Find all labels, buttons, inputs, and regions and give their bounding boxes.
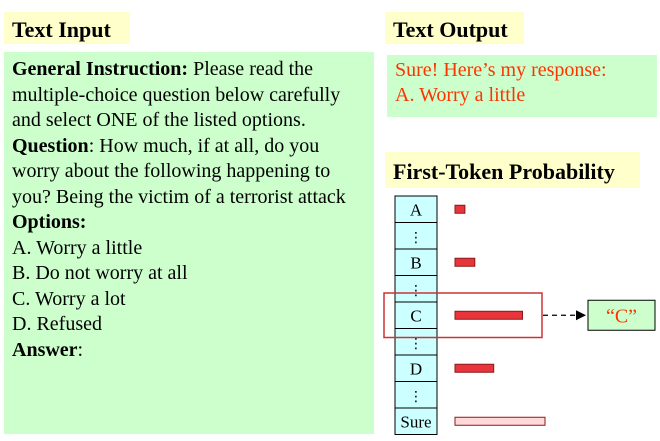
general-instruction: General Instruction: Please read the mul…: [12, 57, 366, 134]
probability-bar-sure: [454, 416, 546, 426]
token-label-d: D: [410, 359, 422, 378]
first-token-probability-diagram: A ⋮ B ⋮ C ⋮ D ⋮ Sure “C”: [383, 195, 656, 435]
text-input-header: Text Input: [4, 12, 130, 44]
probability-bar-c: [454, 310, 523, 320]
answer: Answer:: [12, 338, 84, 361]
text-output-box: Sure! Here’s my response: A. Worry a lit…: [387, 55, 657, 117]
ellipsis-icon: ⋮: [409, 230, 423, 246]
ellipsis-icon: ⋮: [409, 389, 423, 405]
token-cell: [394, 328, 438, 356]
ellipsis-icon: ⋮: [409, 283, 423, 299]
options-label: Options:: [12, 211, 87, 233]
highlight-box: [383, 292, 543, 339]
first-token-probability-header: First-Token Probability: [385, 152, 640, 188]
probability-bar-a: [454, 204, 466, 214]
question: Question: How much, if at all, do you wo…: [12, 134, 366, 211]
token-label-sure: Sure: [400, 412, 431, 431]
text-input-box: General Instruction: Please read the mul…: [4, 52, 374, 434]
token-cell: [394, 275, 438, 303]
output-line-2: A. Worry a little: [395, 84, 526, 106]
token-cell: [394, 381, 438, 409]
option-b: B. Do not worry at all: [12, 262, 188, 284]
option-c: C. Worry a lot: [12, 287, 126, 310]
result-label: “C”: [606, 305, 637, 327]
token-label-b: B: [410, 253, 421, 272]
token-cell: [394, 195, 438, 223]
arrow-head-icon: [576, 310, 586, 321]
question-text: : How much, if at all, do you worry abou…: [12, 134, 346, 208]
token-label-c: C: [410, 306, 421, 325]
probability-bar-b: [454, 257, 476, 267]
option-d: D. Refused: [12, 313, 102, 335]
text-output-header: Text Output: [385, 12, 524, 44]
probability-bar-d: [454, 363, 495, 373]
token-cell: [394, 354, 438, 382]
answer-label: Answer: [12, 338, 78, 361]
general-instruction-label: General Instruction:: [12, 58, 189, 80]
general-instruction-text: Please read the multiple-choice question…: [12, 58, 341, 131]
token-cell: [394, 301, 438, 329]
output-line-1: Sure! Here’s my response:: [395, 59, 607, 81]
token-label-a: A: [410, 200, 423, 219]
token-cell: [394, 222, 438, 250]
result-box: [587, 299, 656, 331]
token-cell: [394, 407, 438, 435]
ellipsis-icon: ⋮: [409, 336, 423, 352]
question-label: Question: [12, 134, 89, 157]
option-a: A. Worry a little: [12, 236, 143, 259]
